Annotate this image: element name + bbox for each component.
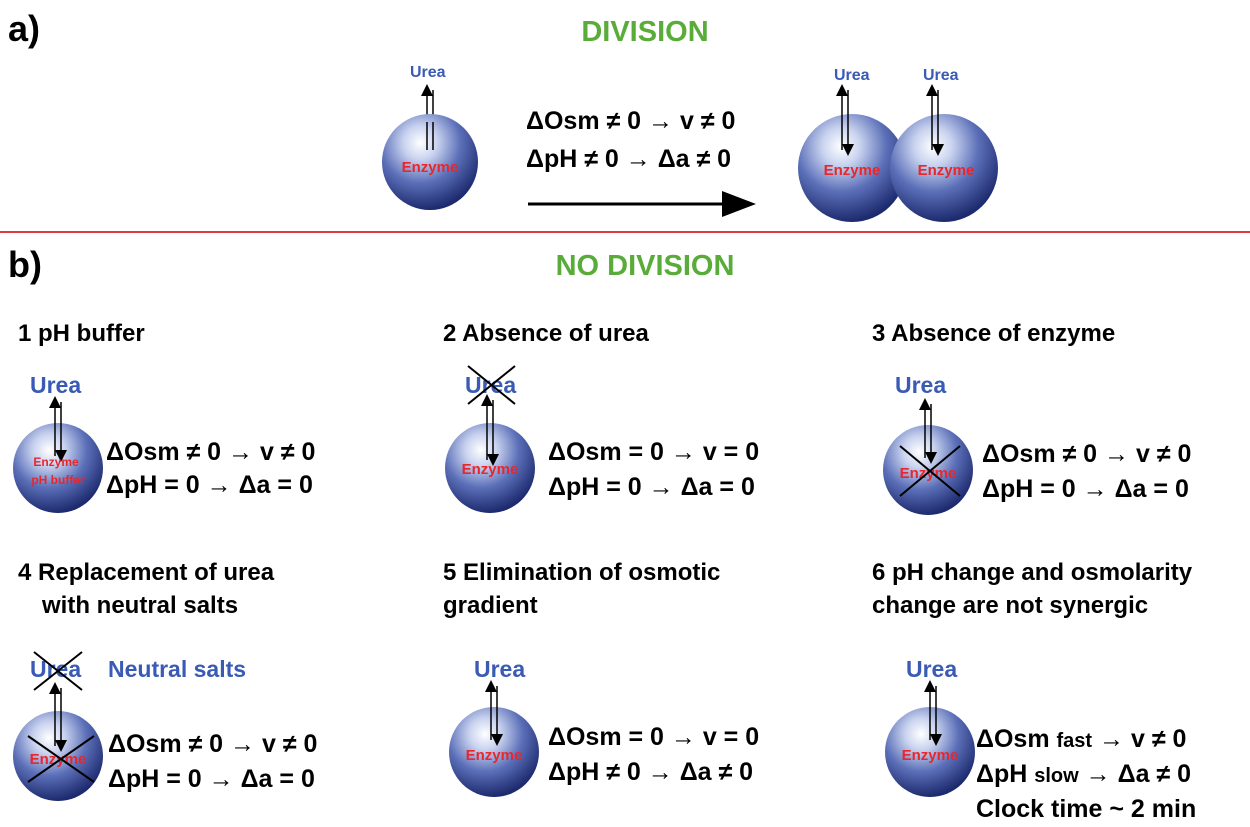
urea-label: Urea: [906, 656, 958, 682]
equation-osm: ΔOsm ≠ 0 → v ≠ 0: [982, 440, 1192, 468]
section-divider: [0, 231, 1250, 233]
equation-ph-slow: ΔpH slow → Δa ≠ 0: [976, 757, 1191, 794]
equation-osm: ΔOsm = 0 → v = 0: [548, 723, 760, 751]
enzyme-label: Enzyme: [466, 747, 523, 764]
panel-a-label: a): [8, 8, 41, 49]
cell-diagram: Enzyme: [382, 84, 478, 210]
enzyme-label: Enzyme: [824, 162, 881, 179]
urea-label: Urea: [834, 67, 870, 84]
osm-result: → v ≠ 0: [1099, 725, 1187, 753]
equation-ph: ΔpH = 0 → Δa = 0: [106, 471, 313, 499]
case-4-subtitle: with neutral salts: [42, 592, 239, 619]
equation-osm: ΔOsm ≠ 0 → v ≠ 0: [526, 107, 736, 135]
ph-result: → Δa ≠ 0: [1085, 760, 1191, 788]
cell-diagram: Enzyme: [449, 680, 539, 797]
panel-b-label: b): [8, 244, 42, 285]
urea-label: Urea: [895, 372, 947, 398]
enzyme-label: Enzyme: [462, 461, 519, 478]
case-4-title: 4 Replacement of urea: [18, 559, 275, 586]
enzyme-label: Enzyme: [402, 159, 459, 176]
equation-ph: ΔpH ≠ 0 → Δa ≠ 0: [548, 758, 754, 786]
enzyme-label: Enzyme: [918, 162, 975, 179]
process-arrow: [528, 191, 756, 217]
ph-buffer-label: pH buffer: [31, 473, 85, 487]
urea-label: Urea: [923, 67, 959, 84]
cell-diagram: Enzyme: [883, 398, 973, 515]
equation-osm: ΔOsm ≠ 0 → v ≠ 0: [108, 730, 318, 758]
slow-label: slow: [1034, 765, 1079, 787]
urea-label: Urea: [474, 656, 526, 682]
urea-label: Urea: [410, 64, 446, 81]
equation-osm: ΔOsm ≠ 0 → v ≠ 0: [106, 438, 316, 466]
fast-label: fast: [1056, 730, 1093, 752]
equation-ph: ΔpH = 0 → Δa = 0: [548, 473, 755, 501]
no-division-title: NO DIVISION: [555, 250, 735, 282]
equation-ph: ΔpH ≠ 0 → Δa ≠ 0: [526, 145, 732, 173]
cell-diagram: Enzyme pH buffer: [13, 396, 103, 513]
equation-ph: ΔpH = 0 → Δa = 0: [108, 765, 315, 793]
clock-time: Clock time ~ 2 min: [976, 795, 1197, 823]
neutral-salts-label: Neutral salts: [108, 656, 247, 682]
case-2-title: 2 Absence of urea: [443, 320, 649, 347]
ph-symbol: ΔpH: [976, 760, 1028, 788]
case-1-title: 1 pH buffer: [18, 320, 145, 347]
cell-diagram: Enzyme: [445, 365, 535, 513]
enzyme-label: Enzyme: [30, 751, 87, 768]
urea-label: Urea: [30, 372, 82, 398]
cell-diagram: Enzyme: [13, 651, 103, 801]
case-3-title: 3 Absence of enzyme: [872, 320, 1116, 347]
case-5-title: 5 Elimination of osmotic: [443, 559, 721, 586]
equation-osm-fast: ΔOsm fast → v ≠ 0: [976, 722, 1186, 759]
case-6-subtitle: change are not synergic: [872, 592, 1149, 619]
osm-symbol: ΔOsm: [976, 725, 1050, 753]
enzyme-label: Enzyme: [33, 455, 79, 469]
enzyme-label: Enzyme: [902, 747, 959, 764]
case-6-title: 6 pH change and osmolarity: [872, 559, 1193, 586]
case-5-subtitle: gradient: [443, 592, 538, 619]
cell-diagram: Enzyme: [885, 680, 975, 797]
dividing-cells-diagram: Enzyme Enzyme: [798, 84, 998, 222]
division-title: DIVISION: [581, 16, 709, 48]
equation-osm: ΔOsm = 0 → v = 0: [548, 438, 760, 466]
equation-ph: ΔpH = 0 → Δa = 0: [982, 475, 1189, 503]
